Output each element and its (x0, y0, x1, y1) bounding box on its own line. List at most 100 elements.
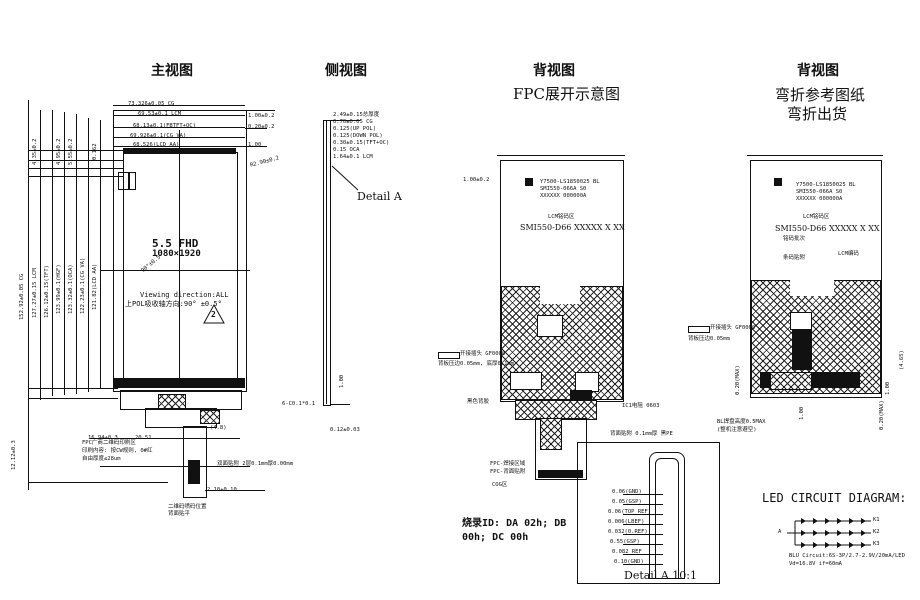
dim-fbtft-width: 68.13±0.1(FBTFT+OC) (133, 123, 196, 129)
back1-left-note-2: 背板压边0.05mm, 底厚0.1mm (438, 361, 515, 367)
header-main-view: 主视图 (151, 63, 193, 79)
dim-lcm-height: 127.27±0.15 LCM (32, 268, 38, 318)
led-cathode-2: K2 (873, 529, 880, 535)
viewing-direction: Viewing direction:ALL (140, 291, 229, 299)
back2-vdim-1: 0.20(MAX) (735, 365, 741, 395)
header-back-view-2: 背视图 (797, 63, 839, 79)
led-circuit-title: LED CIRCUIT DIAGRAM: (762, 491, 907, 505)
back2-bottom-note-1: BL焊盘高度0.5MAX (717, 419, 766, 425)
dim-top-offset-3: 5.55±0.2 (68, 138, 74, 166)
back2-label-line-1: Y7500-LS1850025 BL (796, 182, 856, 188)
side-dim-cg: 0.70±0.05 CG (333, 119, 373, 125)
back2-label-line-2: SMI550-066A S0 (796, 189, 843, 195)
dim-fpc-tail: (4.8) (210, 425, 227, 431)
dim-chamfer: 6-C0.1*0.1 (282, 401, 316, 407)
side-dim-down-pol: 0.125(DOWN POL) (333, 133, 383, 139)
burn-id-line-2: 00h; DC 00h (462, 532, 529, 543)
dim-tft-height: 126.12±0.15(TFT) (44, 265, 50, 318)
back-view-2-drawing (740, 150, 900, 440)
dim-cgva-width: 69.926±0.1(CG VA) (130, 133, 187, 139)
detail-dim-1: 0.06(GND) (612, 489, 642, 495)
dim-side-bottom: 0.12±0.03 (330, 427, 360, 433)
side-dim-bottom: 1.00 (339, 374, 345, 388)
led-cathode-3: K3 (873, 541, 880, 547)
back1-bottom-note-2: FPC-焊接区域 (490, 461, 526, 467)
dim-cg-height: 152.92±0.05 CG (19, 273, 25, 320)
back-attach-label: 背面贴平 (168, 511, 191, 517)
dim-fpc-offset: 16.94±0.3 (88, 435, 118, 441)
back1-right-note-1: IC1电阻 0603 (622, 403, 660, 409)
marker-label: 2 (211, 310, 216, 319)
panel-active-area (123, 152, 238, 379)
back1-label-line-1: Y7500-LS1850025 BL (540, 179, 600, 185)
dim-top-offset-4: 0.162 (92, 143, 98, 160)
subtitle-fpc-unfold: FPC展开示意图 (513, 85, 620, 103)
dim-cg-width: 73.326±0.05 CG (128, 101, 175, 107)
side-dim-tft: 0.30±0.15(TFT+OC) (333, 140, 390, 146)
dim-right-3: 1.00 (248, 142, 262, 148)
back1-top-dim: 1.00±0.2 (463, 177, 490, 183)
dim-lcdaa-height: 121.82(LCD AA) (92, 263, 98, 310)
dim-fpc-width: 20.51 (135, 435, 152, 441)
subtitle-bend-ref: 弯折参考图纸 (775, 86, 866, 104)
dim-cgva-height: 122.23±0.1(CG VA) (80, 257, 86, 314)
detail-dim-8: 0.10(GND) (614, 559, 644, 565)
dim-fpc-end: 2.10±0.10 (207, 487, 237, 493)
back2-sub-label-1: 铭码批次 (783, 236, 806, 242)
panel-outline (113, 110, 247, 392)
back2-center-small: LCM铭码区 (803, 214, 830, 220)
back1-bottom-note-3: FPC-背面贴附 (490, 469, 526, 475)
dim-top-offset-2: 4.95±0.2 (56, 138, 62, 166)
detail-dim-4: 0.006(LBEF) (608, 519, 645, 525)
fpc-qr-label: FPC广商二维码印刷区 (82, 440, 136, 446)
back1-center-code: SMI550-D66 XXXXX X XX (520, 223, 625, 232)
back2-label-line-3: XXXXXX 000000A (796, 196, 843, 202)
dim-oca-height: 123.32±0.1(OCA) (68, 264, 74, 314)
detail-dim-7: 0.082 REF (612, 549, 642, 555)
header-side-view: 侧视图 (325, 63, 367, 79)
warning-triangle-icon (203, 304, 225, 324)
detail-dim-3: 0.06(TOP REF) (608, 509, 652, 515)
double-tape-label: 双面贴附 2层0.1mm厚0.00mm (217, 461, 294, 467)
dim-right-2: 0.20±0.2 (248, 124, 275, 130)
detail-a-caption: Detail A 10:1 (624, 569, 697, 582)
back1-bottom-note-4: COG区 (492, 482, 508, 488)
side-dim-lcm: 1.64±0.1 LCM (333, 154, 373, 160)
back2-left-note-2: 背板压边0.05mm (688, 336, 730, 342)
fpc-print-label: 印刷内容: 按CW规则, 0#红 (82, 448, 153, 454)
back2-sub-label-3: LCM编码 (838, 251, 859, 257)
back2-vdim-2: 1.00 (799, 406, 805, 420)
detail-a-leader (331, 165, 359, 191)
back2-left-note-1: 开接插头 GF0000 (710, 325, 756, 331)
qr-position-label: 二维码喷码位置 (168, 504, 207, 510)
led-anode-label: A (778, 529, 782, 535)
back-view-1-drawing (480, 150, 640, 540)
back1-right-note-2: 背面贴附 0.1mm厚 黑PE (610, 431, 673, 437)
subtitle-bend-ship: 弯折出货 (787, 105, 848, 123)
back2-sub-label-2: 条码贴附 (783, 255, 806, 261)
side-dim-up-pol: 0.125(UP POL) (333, 126, 377, 132)
header-back-view-1: 背视图 (533, 63, 575, 79)
back2-center-code: SMI550-D66 XXXXX X XX (775, 224, 880, 233)
fpc-thickness-label: 自由厚度≤28um (82, 456, 121, 462)
detail-dim-2: 0.05(GSP) (612, 499, 642, 505)
led-cathode-1: K1 (873, 517, 880, 523)
detail-a-drawing (577, 442, 718, 582)
dim-hgf-height: 123.99±0.1(HGF) (56, 264, 62, 314)
back2-vdim-5: (4.65) (899, 350, 905, 370)
back1-connector-icon (438, 352, 460, 359)
led-circuit-schematic (787, 518, 871, 548)
back2-bottom-note-2: (整机注意避空) (717, 427, 757, 433)
side-dim-oca: 0.15 OCA (333, 147, 360, 153)
detail-a-frame (577, 442, 720, 584)
back1-center-small: LCM铭码区 (548, 214, 575, 220)
back1-bottom-note-1: 黑色背胶 (467, 399, 490, 405)
dim-lcdaa-width: 68.526(LCD AA) (133, 142, 180, 148)
burn-id-line-1: 烧录ID: DA 02h; DB (462, 518, 567, 529)
dim-top-offset-1: 4.35±0.2 (32, 138, 38, 166)
detail-a-label: Detail A (357, 190, 402, 203)
side-view-profile (323, 120, 331, 406)
back1-label-line-2: SMI550-066A S0 (540, 186, 587, 192)
dim-lcm-width: 69.53±0.1 LCM (138, 111, 182, 117)
detail-dim-5: 0.032(0.REF) (608, 529, 648, 535)
